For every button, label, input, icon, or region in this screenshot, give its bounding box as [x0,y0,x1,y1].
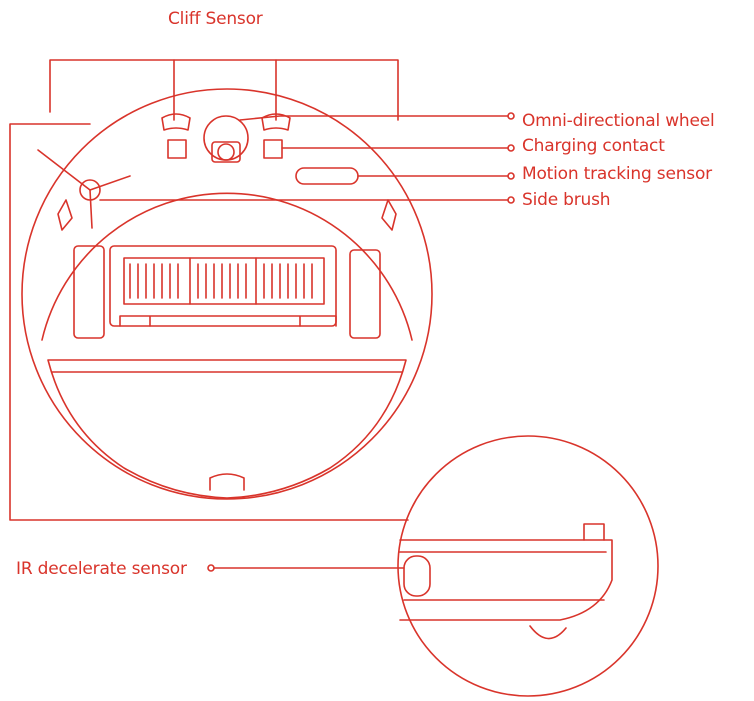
side-brush-arm-3 [89,189,93,229]
cliff-sensor-left [161,113,191,131]
motion-tracking-sensor [295,167,359,185]
side-sensor-left [57,199,73,231]
main-brush-housing [109,245,337,327]
omni-wheel-leader [239,115,509,121]
side-brush-leader-dot [507,196,515,204]
drive-wheel-left [73,245,105,339]
ir-detail-circle [397,435,659,697]
omni-wheel-hub [211,141,241,163]
main-brush-latch [119,315,337,327]
side-sensor-right [381,199,397,231]
omni-wheel-leader-dot [507,112,515,120]
charging-contact-label: Charging contact [522,136,665,156]
omni-wheel-label: Omni-directional wheel [522,111,715,131]
motion-tracking-label: Motion tracking sensor [522,164,712,184]
robot-inner-rim [41,192,413,341]
main-brush-bristles-right [263,263,313,299]
cliff-sensor-label: Cliff Sensor [168,9,263,29]
omni-wheel-inner [217,143,235,161]
ir-sensor-leader-dot [207,564,215,572]
dustbin-tab [209,473,245,491]
side-brush-arm-1 [37,149,91,191]
charging-contact-leader-dot [507,144,515,152]
charging-contact-left [167,139,187,159]
ir-detail-post [583,523,605,541]
ir-detail-body [399,539,613,621]
side-brush-label: Side brush [522,190,611,210]
ir-detail-sensor [403,555,431,597]
drive-wheel-right [349,249,381,339]
cliff-sensor-right [261,113,291,131]
omni-wheel [203,115,249,161]
charging-contact-right [263,139,283,159]
ir-sensor-label: IR decelerate sensor [16,559,187,579]
side-brush-arm-2 [89,175,131,191]
robot-outer-body [21,88,433,500]
ir-sensor-guide [9,123,409,521]
dustbin [47,359,407,499]
cliff-sensor-guide-box [49,59,399,121]
main-brush [123,257,325,305]
ir-detail-foot [529,625,567,640]
main-brush-bristles-left [129,263,179,299]
main-brush-bristles-mid [197,263,247,299]
motion-sensor-leader-dot [507,172,515,180]
